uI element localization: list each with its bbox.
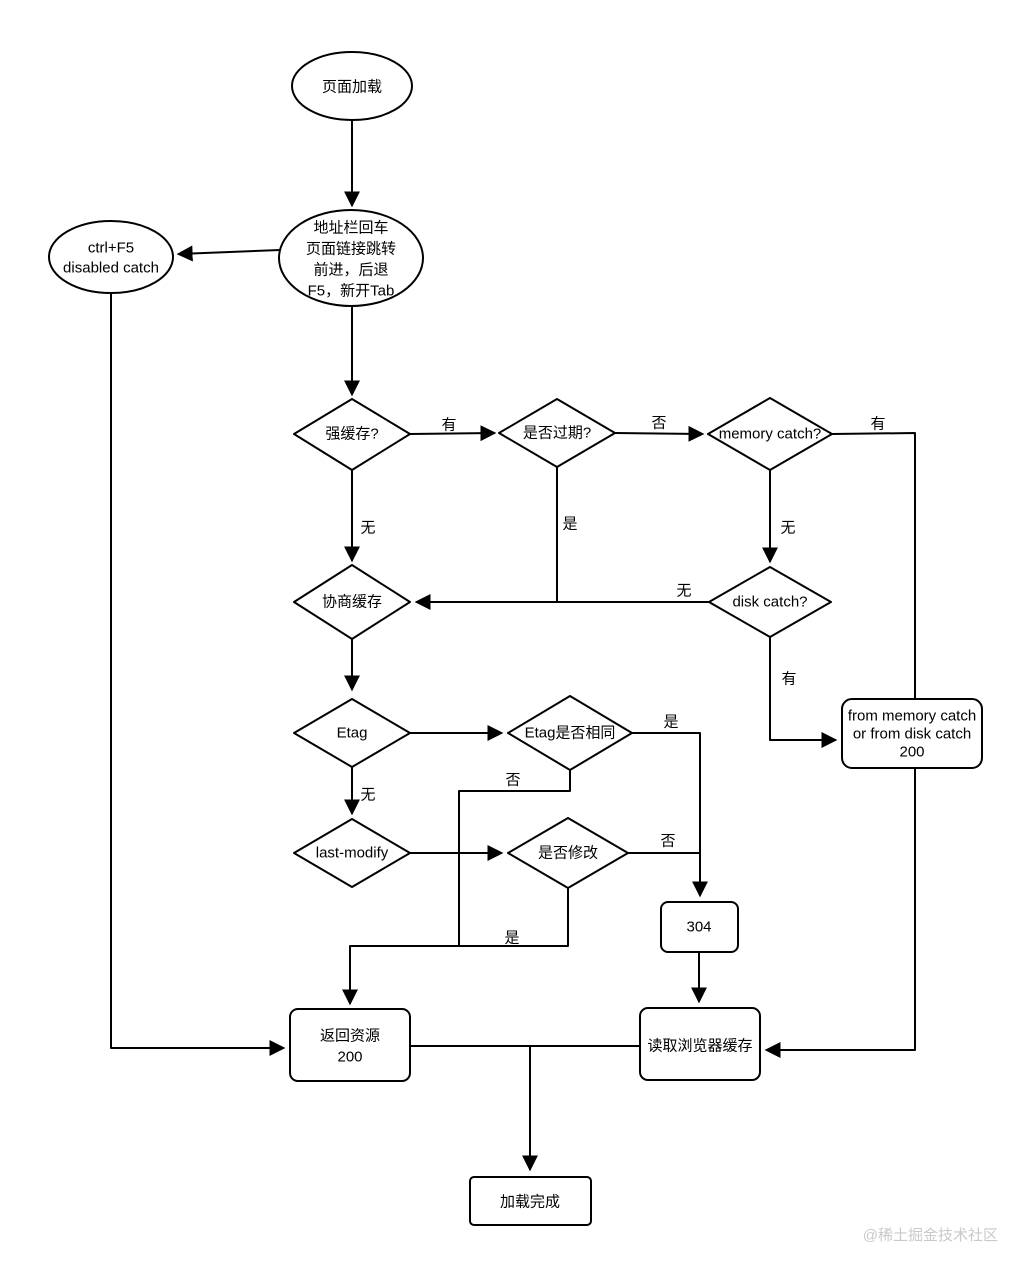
from-memory-line-2: or from disk catch bbox=[853, 726, 971, 743]
watermark-text: @稀土掘金技术社区 bbox=[863, 1227, 998, 1244]
node-etag-same: Etag是否相同 bbox=[507, 695, 633, 771]
ctrl-f5-line-2: disabled catch bbox=[63, 260, 159, 277]
entry-actions-line-1: 地址栏回车 bbox=[313, 220, 388, 237]
node-from-memory: from memory catch or from disk catch 200 bbox=[841, 698, 983, 769]
expired-diamond bbox=[498, 398, 616, 468]
modified-label: 是否修改 bbox=[538, 845, 598, 862]
etag-same-label: Etag是否相同 bbox=[525, 725, 616, 742]
node-negotiate-cache: 协商缓存 bbox=[293, 564, 411, 640]
node-etag: Etag bbox=[293, 698, 411, 768]
edge-label-expired-yes: 是 bbox=[562, 516, 577, 533]
edge-diskcatch-to-frommemory bbox=[769, 636, 838, 748]
edge-etagsame-no-branch bbox=[458, 769, 571, 947]
edge-modified-to-returnresource bbox=[342, 887, 569, 1006]
edge-labels: 有 否 有 无 是 无 无 有 是 否 无 否 是 bbox=[360, 415, 885, 947]
edge-label-memory-has: 有 bbox=[870, 416, 885, 433]
edge-frommemory-to-readcache bbox=[764, 767, 916, 1058]
edge-entry-to-ctrlf5 bbox=[176, 245, 281, 262]
from-memory-line-1: from memory catch bbox=[848, 708, 976, 725]
read-browser-cache-rect bbox=[639, 1007, 761, 1081]
edge-label-modified-yes: 是 bbox=[504, 930, 519, 947]
edge-label-strong-has: 有 bbox=[441, 417, 456, 434]
modified-diamond bbox=[507, 817, 629, 889]
edge-label-etagsame-yes: 是 bbox=[663, 714, 678, 731]
edge-label-disk-has: 有 bbox=[781, 671, 796, 688]
node-page-load: 页面加载 bbox=[291, 51, 413, 121]
strong-cache-label: 强缓存? bbox=[325, 426, 378, 443]
return-resource-rect bbox=[289, 1008, 411, 1082]
page-load-label: 页面加载 bbox=[322, 79, 382, 96]
memory-catch-diamond bbox=[707, 397, 833, 471]
from-memory-rect bbox=[841, 698, 983, 769]
disk-catch-diamond bbox=[708, 566, 832, 638]
ctrl-f5-ellipse bbox=[48, 220, 174, 294]
edge-label-modified-no: 否 bbox=[660, 833, 675, 850]
node-disk-catch: disk catch? bbox=[708, 566, 832, 638]
node-read-browser-cache: 读取浏览器缓存 bbox=[639, 1007, 761, 1081]
edge-label-expired-no: 否 bbox=[651, 415, 666, 432]
edge-label-etagsame-no: 否 bbox=[505, 772, 520, 789]
from-memory-line-3: 200 bbox=[899, 744, 924, 761]
strong-cache-diamond bbox=[293, 398, 411, 471]
edge-memorycatch-to-frommemory bbox=[831, 432, 916, 700]
disk-catch-label: disk catch? bbox=[732, 594, 807, 611]
etag-label: Etag bbox=[337, 725, 368, 742]
last-modify-label: last-modify bbox=[316, 845, 389, 862]
last-modify-diamond bbox=[293, 818, 411, 888]
edges bbox=[110, 120, 916, 1172]
edge-label-etag-none: 无 bbox=[360, 787, 375, 804]
return-resource-line-1: 返回资源 bbox=[320, 1028, 380, 1045]
entry-actions-line-3: 前进，后退 bbox=[313, 262, 388, 279]
node-strong-cache: 强缓存? bbox=[293, 398, 411, 471]
edge-label-memory-none: 无 bbox=[780, 520, 795, 537]
negotiate-cache-label: 协商缓存 bbox=[322, 594, 382, 611]
page-load-ellipse bbox=[291, 51, 413, 121]
edge-strongcache-to-expired bbox=[409, 425, 497, 442]
node-last-modify: last-modify bbox=[293, 818, 411, 888]
304-rect bbox=[660, 901, 739, 953]
edge-label-strong-none: 无 bbox=[360, 520, 375, 537]
memory-catch-label: memory catch? bbox=[719, 426, 822, 443]
node-entry-actions: 地址栏回车 页面链接跳转 前进，后退 F5，新开Tab bbox=[278, 209, 424, 307]
etag-diamond bbox=[293, 698, 411, 768]
read-browser-cache-label: 读取浏览器缓存 bbox=[647, 1038, 752, 1055]
node-load-complete: 加载完成 bbox=[469, 1176, 592, 1226]
ctrl-f5-line-1: ctrl+F5 bbox=[88, 240, 134, 257]
node-memory-catch: memory catch? bbox=[707, 397, 833, 471]
node-304: 304 bbox=[660, 901, 739, 953]
entry-actions-ellipse bbox=[278, 209, 424, 307]
expired-label: 是否过期? bbox=[523, 425, 591, 442]
node-modified: 是否修改 bbox=[507, 817, 629, 889]
304-label: 304 bbox=[686, 919, 711, 936]
entry-actions-line-4: F5，新开Tab bbox=[308, 283, 395, 300]
node-expired: 是否过期? bbox=[498, 398, 616, 468]
load-complete-rect bbox=[469, 1176, 592, 1226]
etag-same-diamond bbox=[507, 695, 633, 771]
node-ctrl-f5: ctrl+F5 disabled catch bbox=[48, 220, 174, 294]
edge-expired-to-memorycatch bbox=[614, 425, 705, 442]
return-resource-line-2: 200 bbox=[337, 1049, 362, 1066]
node-return-resource: 返回资源 200 bbox=[289, 1008, 411, 1082]
edge-ctrlf5-to-returnresource bbox=[110, 292, 286, 1056]
entry-actions-line-2: 页面链接跳转 bbox=[306, 241, 396, 258]
negotiate-cache-diamond bbox=[293, 564, 411, 640]
load-complete-label: 加载完成 bbox=[500, 1194, 560, 1211]
edge-label-disk-none: 无 bbox=[676, 583, 691, 600]
edge-etagsame-to-304 bbox=[631, 732, 708, 898]
